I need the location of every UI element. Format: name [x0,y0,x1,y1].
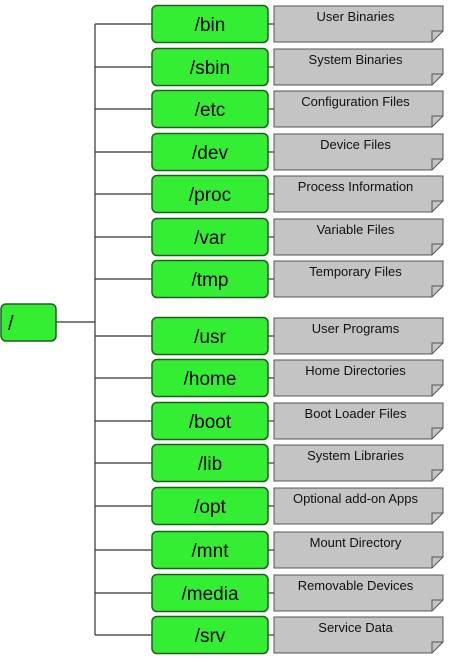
directory-box [151,486,269,526]
directory-name: /var [194,228,226,249]
directory-row: /proc Process Information [95,174,444,214]
directory-box [151,217,269,257]
directory-box [151,259,269,299]
directory-description: System Binaries [309,52,403,67]
directory-name: /proc [189,185,231,206]
directory-box [151,4,269,44]
directory-box [151,174,269,214]
directory-description: Device Files [320,137,391,152]
description-box [273,359,444,397]
root-box [0,303,57,342]
page-fold-corner [431,641,443,653]
directory-name: /sbin [190,58,230,79]
directory-row: /etc Configuration Files [95,89,444,129]
page-fold-corner [431,115,443,127]
directory-description: Service Data [318,620,393,635]
directory-description: Home Directories [305,363,406,378]
directory-row: /opt Optional add-on Apps [95,486,444,526]
directory-row: /srv Service Data [95,615,444,655]
directory-row: /bin User Binaries [95,4,444,44]
directory-row: /sbin System Binaries [95,47,444,87]
connector-lines [56,24,96,635]
directory-name: /bin [195,15,226,36]
description-box [273,444,444,482]
directory-box [151,530,269,570]
directory-name: /srv [195,626,226,647]
description-box [273,487,444,525]
directory-name: /etc [195,100,226,121]
directory-name: /lib [198,454,222,475]
directory-row: /media Removable Devices [95,573,444,613]
description-box [273,90,444,128]
directory-description: Removable Devices [298,578,414,593]
page-fold-corner [431,158,443,170]
page-fold-corner [431,243,443,255]
directory-description: Boot Loader Files [305,406,407,421]
directory-box [151,47,269,87]
page-fold-corner [431,512,443,524]
description-box [273,402,444,440]
page-fold-corner [431,342,443,354]
directory-description: User Binaries [316,9,395,24]
page-fold-corner [431,384,443,396]
directory-name: /boot [189,412,232,433]
description-box [273,175,444,213]
directory-name: /media [181,584,238,605]
description-box [273,48,444,86]
directory-row: /usr User Programs [95,316,444,356]
directory-name: /opt [194,497,226,518]
description-box [273,574,444,612]
directory-description: Optional add-on Apps [293,491,419,506]
directory-box [151,316,269,356]
directory-box [151,89,269,129]
directory-box [151,358,269,398]
directory-description: Configuration Files [301,94,410,109]
directory-name: /home [184,369,237,390]
directory-row: /tmp Temporary Files [95,259,444,299]
root-node: / [0,303,57,342]
directory-box [151,401,269,441]
directory-rows: /bin User Binaries/sbin System Binaries/et… [95,4,444,655]
page-fold-corner [431,556,443,568]
directory-description: Process Information [298,179,414,194]
page-fold-corner [431,469,443,481]
description-box [273,133,444,171]
directory-name: /tmp [192,270,229,291]
directory-description: Temporary Files [309,264,402,279]
page-fold-corner [431,200,443,212]
directory-row: /lib System Libraries [95,443,444,483]
page-fold-corner [431,30,443,42]
directory-name: /dev [192,143,228,164]
description-box [273,616,444,654]
page-fold-corner [431,599,443,611]
description-box [273,5,444,43]
directory-box [151,573,269,613]
directory-box [151,443,269,483]
directory-row: /dev Device Files [95,132,444,172]
description-box [273,218,444,256]
directory-description: System Libraries [307,448,404,463]
directory-description: Mount Directory [310,535,402,550]
description-box [273,531,444,569]
page-fold-corner [431,427,443,439]
directory-description: Variable Files [317,222,395,237]
directory-description: User Programs [312,321,400,336]
root-label: / [8,313,14,335]
directory-row: /mnt Mount Directory [95,530,444,570]
directory-name: /mnt [192,541,230,562]
directory-box [151,615,269,655]
directory-row: /home Home Directories [95,358,444,398]
directory-row: /boot Boot Loader Files [95,401,444,441]
directory-name: /usr [194,327,226,348]
description-box [273,317,444,355]
directory-box [151,132,269,172]
directory-row: /var Variable Files [95,217,444,257]
page-fold-corner [431,285,443,297]
page-fold-corner [431,73,443,85]
description-box [273,260,444,298]
